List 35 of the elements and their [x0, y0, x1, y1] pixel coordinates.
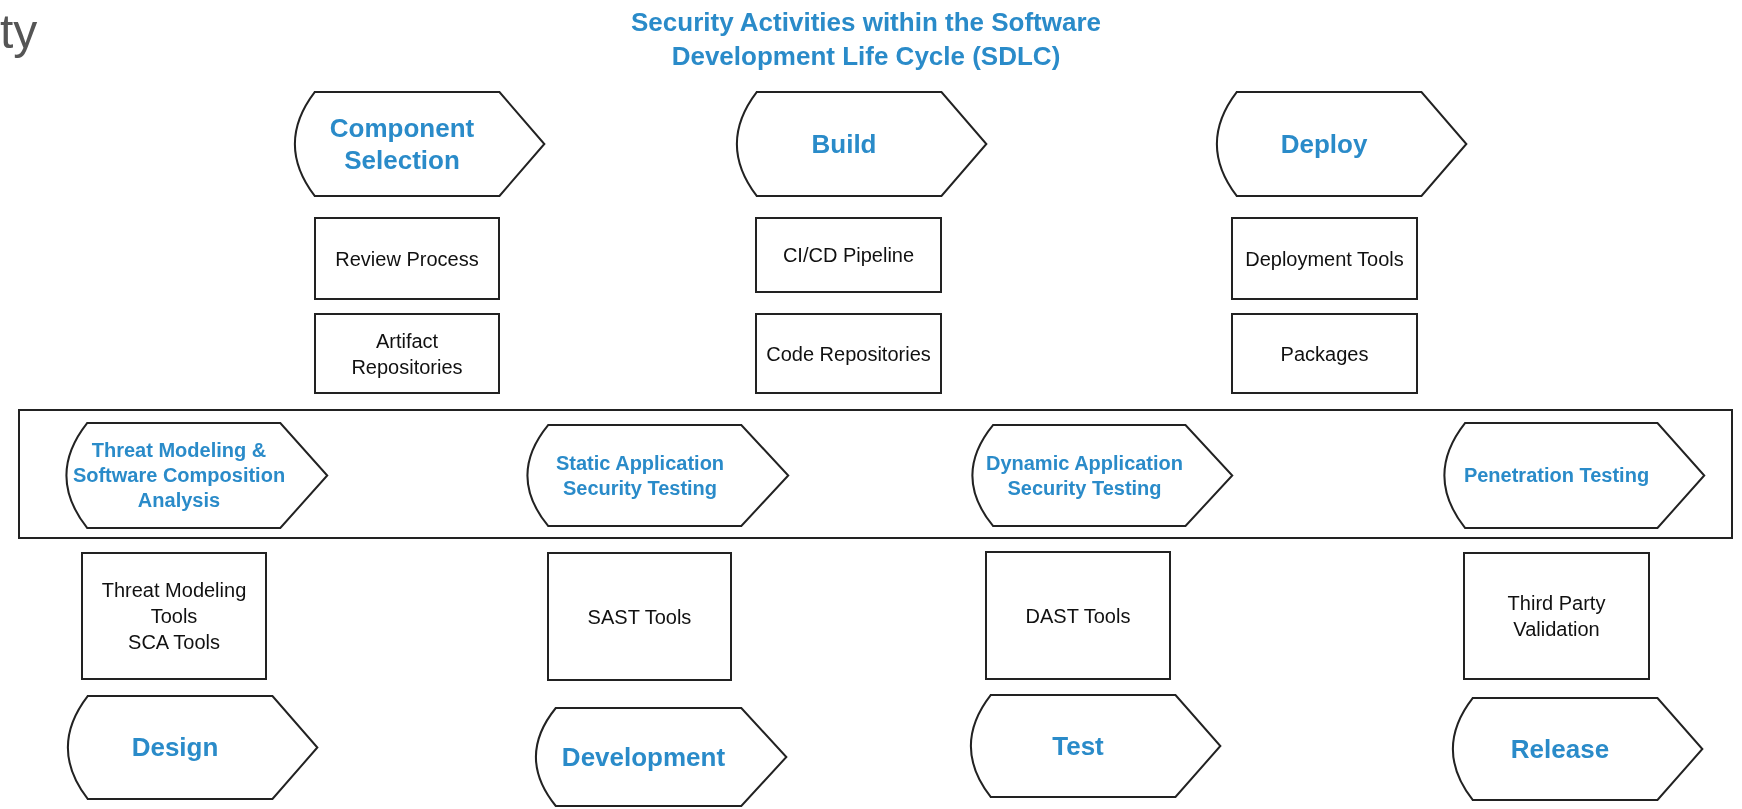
box-text: Artifact Repositories	[350, 328, 464, 380]
phase-label: Build	[811, 127, 877, 161]
box-text: Packages	[1280, 341, 1369, 367]
tool-box	[81, 552, 267, 680]
phase-label: Deploy	[1280, 127, 1368, 161]
phase-label: Component Selection	[328, 111, 476, 177]
tool-box	[314, 217, 500, 300]
tool-box	[1231, 217, 1418, 300]
phase-label: Test	[1052, 729, 1104, 763]
box-text: Third Party Validation	[1506, 591, 1607, 642]
tool-box	[985, 551, 1171, 680]
box-text: Code Repositories	[766, 341, 931, 367]
phase-label: Threat Modeling & Software Composition Analysis	[71, 438, 287, 513]
activity-band	[18, 409, 1733, 539]
tool-box	[547, 552, 732, 681]
diagram-title: Security Activities within the Software Development Life Cycle (SDLC)	[630, 6, 1102, 73]
phase-label: Penetration Testing	[1463, 463, 1650, 488]
box-text: Threat Modeling Tools	[100, 578, 248, 629]
box-text: SCA Tools	[128, 630, 220, 655]
box-text: SAST Tools	[587, 604, 692, 630]
tool-box	[314, 313, 500, 394]
tool-box	[755, 313, 942, 394]
box-text: Review Process	[335, 246, 479, 272]
phase-label: Static Application Security Testing	[554, 450, 726, 501]
tool-box	[1463, 552, 1650, 680]
phase-label: Development	[561, 740, 726, 774]
phase-label: Design	[131, 731, 219, 764]
tool-box	[1231, 313, 1418, 394]
box-text: DAST Tools	[1025, 603, 1131, 629]
phase-label: Dynamic Application Security Testing	[984, 450, 1185, 501]
tool-box	[755, 217, 942, 293]
phase-label: Release	[1510, 732, 1610, 766]
box-text: CI/CD Pipeline	[782, 243, 915, 268]
cut-off-heading-text: ty	[0, 4, 38, 59]
box-text: Deployment Tools	[1245, 246, 1404, 272]
